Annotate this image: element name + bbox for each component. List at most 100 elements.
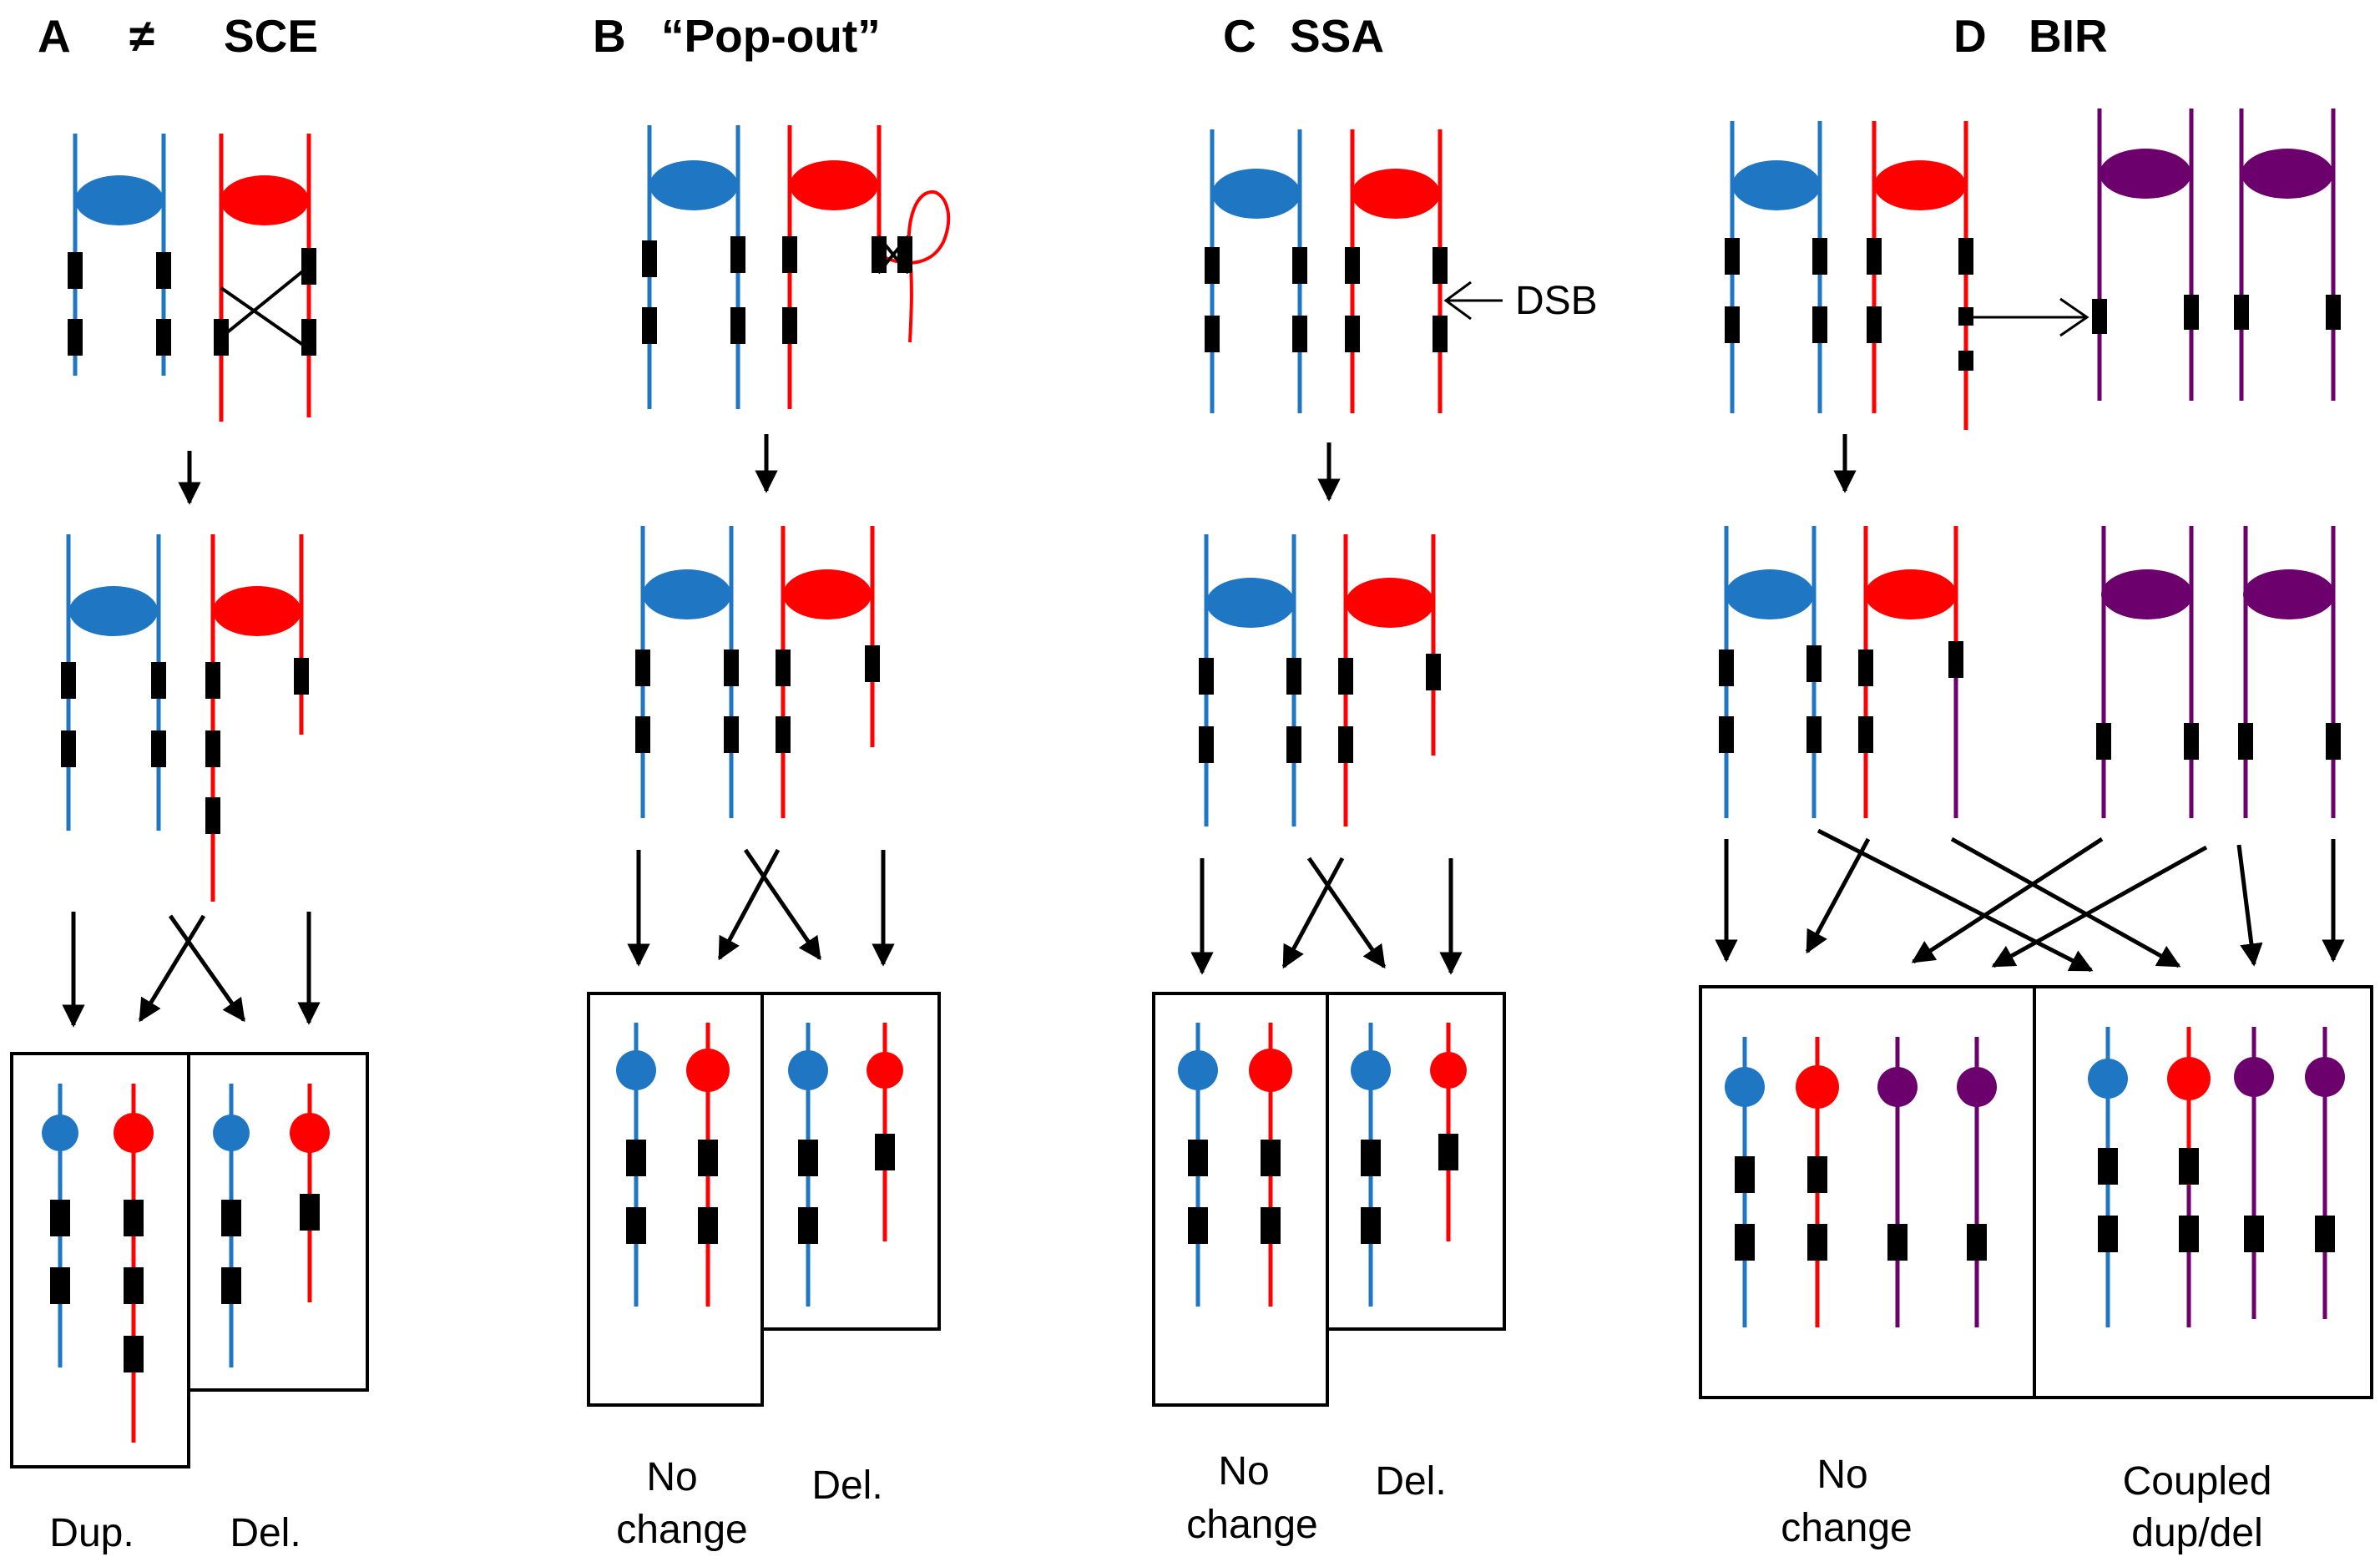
repeat-marker	[1292, 316, 1307, 352]
repeat-marker	[1719, 716, 1734, 753]
centromere-purple	[2100, 149, 2191, 199]
repeat-marker	[1286, 726, 1301, 763]
repeat-marker	[1735, 1156, 1755, 1193]
outcome-box-coupled	[2033, 985, 2373, 1399]
repeat-marker	[2326, 723, 2341, 760]
repeat-marker	[205, 662, 220, 699]
repeat-marker	[1812, 306, 1827, 343]
repeat-marker	[1958, 351, 1973, 371]
repeat-marker	[724, 716, 739, 753]
outcome-box-del	[760, 992, 941, 1331]
panel-c-outcomes	[1178, 1023, 1467, 1307]
repeat-marker	[776, 650, 791, 686]
repeat-marker	[151, 730, 166, 767]
repeat-marker	[61, 730, 76, 767]
centromere-blue	[1726, 569, 1814, 619]
panel-c-letter: C	[1223, 10, 1256, 62]
caption-change: change	[1186, 1503, 1317, 1547]
centromere-red	[686, 1049, 730, 1092]
repeat-marker	[221, 1267, 241, 1304]
crossover-line	[220, 286, 311, 351]
centromere-blue	[1725, 1067, 1765, 1107]
repeat-marker	[798, 1140, 818, 1176]
outcome-box-del	[187, 1052, 369, 1392]
centromere-purple	[2241, 149, 2333, 199]
centromere-red	[114, 1113, 154, 1153]
caption-dup-del: dup/del	[2131, 1511, 2262, 1555]
repeat-marker	[2238, 723, 2253, 760]
repeat-marker	[2315, 1216, 2335, 1252]
panel-b-middle	[635, 526, 880, 818]
centromere-purple	[2243, 569, 2335, 619]
centromere-purple	[2101, 569, 2193, 619]
repeat-marker	[1858, 716, 1873, 753]
repeat-marker	[798, 1207, 818, 1244]
centromere-red	[213, 586, 301, 636]
repeat-marker	[1433, 247, 1448, 284]
repeat-marker	[1361, 1140, 1381, 1176]
repeat-marker	[50, 1267, 70, 1304]
repeat-marker	[2096, 723, 2111, 760]
panel-a-title: A ≠ SCE	[38, 10, 318, 62]
panel-d-top	[1725, 109, 2341, 430]
repeat-marker	[1858, 650, 1873, 686]
panel-d-title: D BIR	[1953, 10, 2108, 62]
repeat-marker	[2179, 1216, 2199, 1252]
repeat-marker	[2092, 299, 2107, 334]
crossover-line	[220, 265, 311, 339]
caption-del: Del.	[811, 1463, 882, 1508]
repeat-marker	[2179, 1148, 2199, 1185]
repeat-marker	[1292, 247, 1307, 284]
repeat-marker	[1433, 316, 1448, 352]
repeat-marker	[635, 716, 650, 753]
centromere-red	[1874, 160, 1966, 210]
segregation-arrow	[1911, 837, 2104, 964]
repeat-marker	[124, 1267, 144, 1304]
centromere-blue	[69, 586, 158, 636]
repeat-marker	[1361, 1207, 1381, 1244]
panel-d-title-text: BIR	[2029, 10, 2108, 62]
centromere-blue	[213, 1115, 250, 1151]
repeat-marker	[642, 307, 657, 344]
repeat-marker	[2326, 295, 2341, 330]
repeat-marker	[2244, 1216, 2264, 1252]
caption-no: No	[646, 1455, 697, 1499]
repeat-marker	[124, 1336, 144, 1372]
panel-b: No change Del.	[587, 125, 951, 1552]
repeat-marker	[1199, 726, 1214, 763]
repeat-marker	[1188, 1140, 1208, 1176]
centromere-red	[1865, 569, 1957, 619]
repeat-marker	[68, 319, 83, 356]
popout-loop	[878, 190, 951, 343]
panel-d-letter: D	[1953, 10, 1987, 62]
outcome-box-no-change	[1152, 992, 1329, 1407]
centromere-blue	[1206, 578, 1295, 628]
panel-a-middle	[61, 534, 309, 902]
centromere-red	[220, 175, 309, 225]
panel-d: No change Coupled dup/del	[1699, 109, 2373, 1555]
repeat-marker	[875, 1134, 895, 1170]
repeat-marker	[1261, 1207, 1281, 1244]
segregation-arrow	[168, 914, 246, 1023]
segregation-arrow	[1281, 857, 1345, 969]
repeat-marker	[1345, 247, 1360, 284]
repeat-marker	[1199, 658, 1214, 695]
caption-change: change	[616, 1508, 747, 1552]
repeat-marker	[156, 252, 171, 289]
repeat-marker	[1438, 1134, 1458, 1170]
centromere-purple	[2234, 1057, 2274, 1097]
repeat-marker	[1286, 658, 1301, 695]
repeat-marker	[2184, 723, 2199, 760]
centromere-red	[1346, 578, 1434, 628]
caption-dup: Dup.	[49, 1511, 134, 1555]
caption-coupled: Coupled	[2123, 1459, 2272, 1504]
repeat-marker	[626, 1207, 646, 1244]
repeat-marker	[698, 1207, 718, 1244]
repeat-marker	[642, 240, 657, 277]
repeat-marker	[776, 716, 791, 753]
repeat-marker	[1725, 238, 1740, 275]
repeat-marker	[2184, 295, 2199, 330]
repeat-marker	[1806, 645, 1822, 682]
outcome-box-dup	[10, 1052, 190, 1468]
